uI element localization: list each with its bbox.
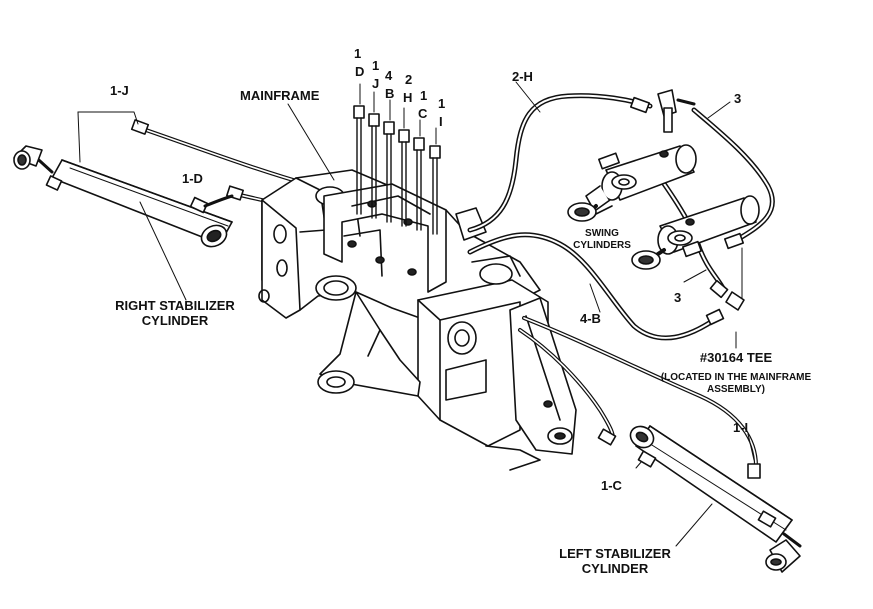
stack-num-5: 1 xyxy=(420,88,428,103)
hose-4b xyxy=(467,232,725,341)
mainframe xyxy=(258,103,577,471)
stack-letter-4: H xyxy=(403,90,413,105)
label-hose-1c: 1-C xyxy=(601,478,622,493)
left-stab-line-1: LEFT STABILIZER xyxy=(559,546,671,561)
label-hose-1d: 1-D xyxy=(182,171,203,186)
hose-1c xyxy=(518,328,649,469)
left-stab-line-2: CYLINDER xyxy=(581,561,649,576)
hose-1i xyxy=(522,316,761,479)
hose-2h xyxy=(467,81,696,233)
label-hose-3-bottom: 3 xyxy=(674,290,682,305)
swing-line-2: CYLINDERS xyxy=(573,240,631,251)
swing-line-1: SWING xyxy=(585,228,619,239)
fitting-stack xyxy=(353,83,487,241)
label-hose-1j: 1-J xyxy=(110,83,129,98)
tee-line-2: (LOCATED IN THE MAINFRAME xyxy=(660,372,812,383)
stack-num-1: 1 xyxy=(354,46,362,61)
label-right-stabilizer: RIGHT STABILIZER CYLINDER xyxy=(80,298,270,328)
stack-letter-2: J xyxy=(372,76,380,91)
stack-num-2: 1 xyxy=(372,58,380,73)
swing-cylinder-bottom xyxy=(631,195,760,270)
label-hose-2h: 2-H xyxy=(512,69,533,84)
right-stabilizer-cylinder xyxy=(13,145,233,301)
label-hose-3-top: 3 xyxy=(734,91,742,106)
label-tee-title: #30164 TEE xyxy=(699,350,773,365)
stack-letter-1: D xyxy=(355,64,365,79)
stack-letter-3: B xyxy=(385,86,395,101)
stack-num-6: 1 xyxy=(438,96,446,111)
stack-num-4: 2 xyxy=(405,72,413,87)
label-hose-1i: 1-I xyxy=(733,420,749,435)
label-swing-cylinders: SWING CYLINDERS xyxy=(562,228,642,252)
stack-num-3: 4 xyxy=(385,68,393,83)
swing-cylinder-top xyxy=(567,144,697,222)
right-stab-line-1: RIGHT STABILIZER xyxy=(115,298,235,313)
label-left-stabilizer: LEFT STABILIZER CYLINDER xyxy=(540,546,690,576)
left-stabilizer-cylinder xyxy=(629,425,802,573)
label-hose-4b: 4-B xyxy=(580,311,601,326)
right-stab-line-2: CYLINDER xyxy=(141,313,209,328)
label-mainframe: MAINFRAME xyxy=(240,88,320,103)
tee-line-3: ASSEMBLY) xyxy=(707,384,765,395)
stack-letter-6: I xyxy=(439,114,443,129)
label-tee-note: (LOCATED IN THE MAINFRAME ASSEMBLY) xyxy=(646,372,826,396)
stack-letter-5: C xyxy=(418,106,428,121)
